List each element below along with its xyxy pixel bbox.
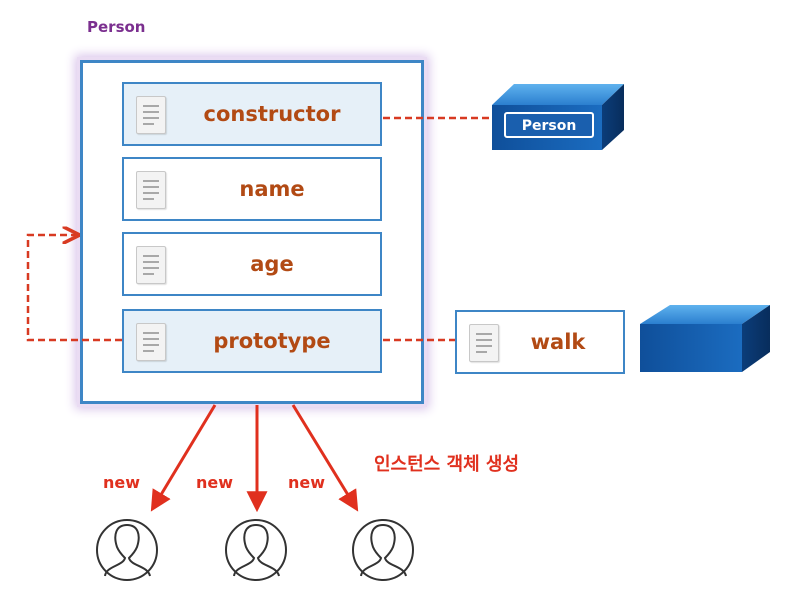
diagram-title: Person [87,18,146,36]
person-constructor-cube [492,84,624,150]
property-label: age [250,252,294,276]
new-label-1: new [103,473,141,492]
new-label-3: new [288,473,326,492]
property-age: age [122,232,382,296]
document-icon [469,324,499,362]
property-label: constructor [203,102,341,126]
document-icon [136,96,166,134]
constructor-box-label: Person [522,118,577,134]
instance-user-icon [225,519,287,581]
document-icon [136,171,166,209]
document-icon [136,246,166,284]
property-label: name [239,177,305,201]
document-icon [136,323,166,361]
property-label: prototype [213,329,331,353]
property-constructor: constructor [122,82,382,146]
new-label-2: new [196,473,234,492]
prototype-object-walk: walk [455,310,625,374]
instance-user-icon [352,519,414,581]
instance-user-icon [96,519,158,581]
new-arrow-right [291,404,359,512]
walk-label: walk [530,330,586,354]
new-arrow-left [150,404,217,512]
instances-caption: 인스턴스 객체 생성 [374,454,520,475]
property-prototype: prototype [122,309,382,373]
prototype-loop-arrow [26,235,122,342]
property-name: name [122,157,382,221]
prototype-cube [640,305,770,372]
